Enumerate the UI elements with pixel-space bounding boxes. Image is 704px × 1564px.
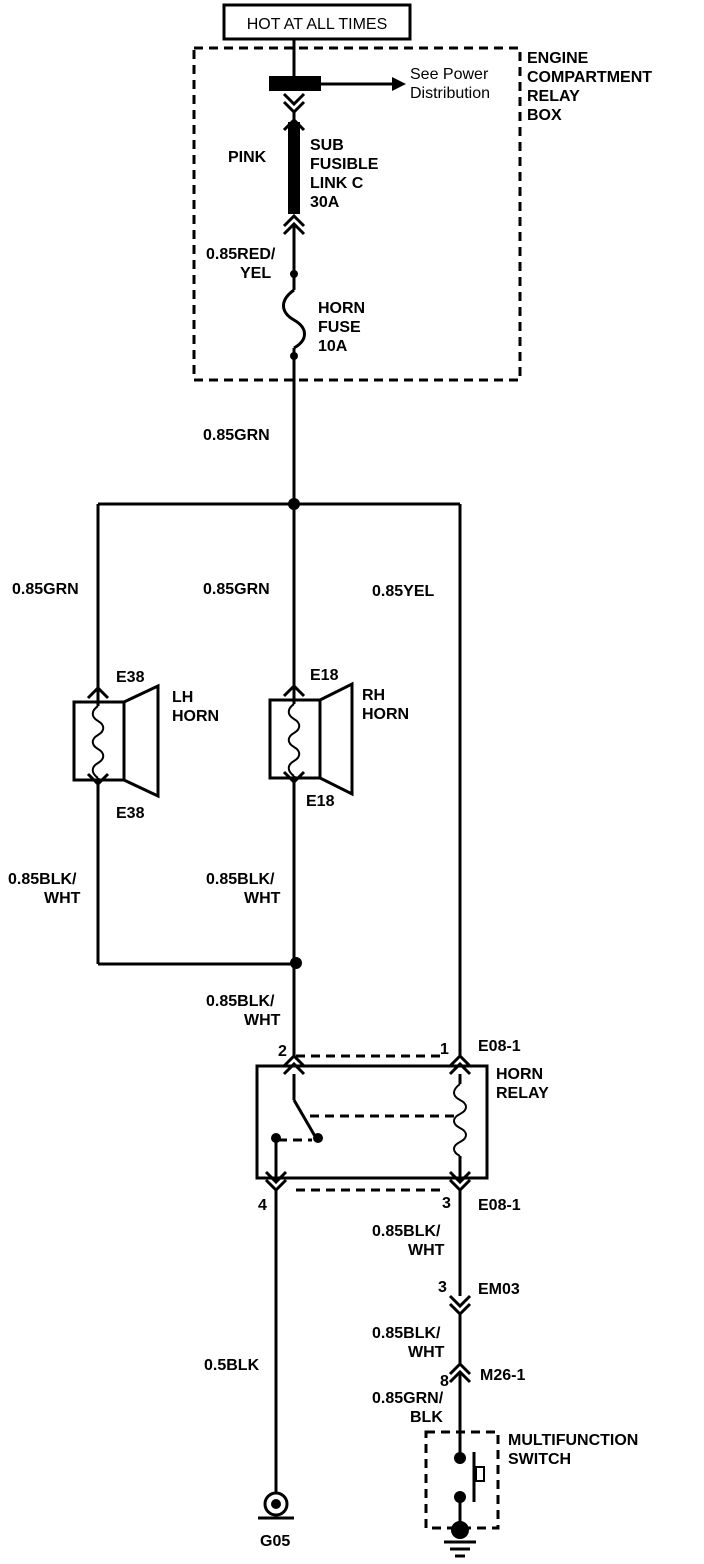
rh-horn-connector-top: E18 bbox=[310, 667, 339, 684]
multifunction-switch-outline bbox=[424, 1430, 500, 1530]
splice-dot bbox=[290, 270, 298, 278]
m26-name: M26-1 bbox=[480, 1367, 525, 1384]
svg-text:WHT: WHT bbox=[44, 890, 81, 907]
svg-text:0.85BLK/: 0.85BLK/ bbox=[372, 1325, 441, 1342]
arrow-head-icon bbox=[392, 77, 406, 91]
horn-relay bbox=[255, 1053, 489, 1193]
splice-dot bbox=[290, 957, 302, 969]
wire-label-grn-left: 0.85GRN bbox=[12, 581, 79, 598]
horn-fuse-symbol bbox=[282, 288, 306, 350]
svg-text:10A: 10A bbox=[318, 338, 348, 355]
m26-pin: 8 bbox=[440, 1373, 449, 1390]
svg-text:BOX: BOX bbox=[527, 107, 562, 124]
ground-g05-label: G05 bbox=[260, 1533, 290, 1550]
svg-text:SWITCH: SWITCH bbox=[508, 1451, 571, 1468]
connector-chevron-icon bbox=[282, 1053, 306, 1076]
lh-horn-label: LH HORN bbox=[172, 689, 219, 725]
relay-pin-3: 3 bbox=[442, 1195, 451, 1212]
svg-text:30A: 30A bbox=[310, 194, 340, 211]
lh-horn bbox=[72, 683, 160, 799]
svg-text:FUSIBLE: FUSIBLE bbox=[310, 156, 379, 173]
relay-pin-4: 4 bbox=[258, 1197, 267, 1214]
sub-fusible-link-c bbox=[288, 122, 300, 214]
svg-text:FUSE: FUSE bbox=[318, 319, 361, 336]
wire-label-grn-blk: 0.85GRN/ BLK bbox=[372, 1390, 444, 1426]
wire-label-grn-center: 0.85GRN bbox=[203, 581, 270, 598]
relay-coil-icon bbox=[453, 1083, 467, 1157]
svg-text:0.85BLK/: 0.85BLK/ bbox=[8, 871, 77, 888]
svg-text:SUB: SUB bbox=[310, 137, 344, 154]
em03-connector-icon bbox=[448, 1294, 472, 1317]
svg-text:0.85BLK/: 0.85BLK/ bbox=[206, 993, 275, 1010]
svg-text:LH: LH bbox=[172, 689, 193, 706]
bus-bar bbox=[269, 76, 321, 91]
svg-text:WHT: WHT bbox=[244, 1012, 281, 1029]
svg-text:LINK C: LINK C bbox=[310, 175, 364, 192]
svg-text:BLK: BLK bbox=[410, 1409, 443, 1426]
wire-label-blk-wht-r1: 0.85BLK/ WHT bbox=[372, 1223, 445, 1259]
svg-text:0.85GRN/: 0.85GRN/ bbox=[372, 1390, 444, 1407]
svg-text:HORN: HORN bbox=[172, 708, 219, 725]
horn-relay-label: HORN RELAY bbox=[496, 1066, 549, 1102]
rh-horn-label: RH HORN bbox=[362, 687, 409, 723]
svg-text:0.85RED/: 0.85RED/ bbox=[206, 246, 276, 263]
multifunction-switch-contacts bbox=[454, 1452, 485, 1524]
lh-horn-connector-top: E38 bbox=[116, 669, 145, 686]
hot-at-all-times-label: HOT AT ALL TIMES bbox=[247, 16, 388, 33]
connector-chevron-icon bbox=[282, 213, 306, 236]
wire-label-blk-wht-center: 0.85BLK/ WHT bbox=[206, 871, 281, 907]
svg-text:WHT: WHT bbox=[244, 890, 281, 907]
svg-text:WHT: WHT bbox=[408, 1242, 445, 1259]
svg-text:HORN: HORN bbox=[362, 706, 409, 723]
svg-text:HORN: HORN bbox=[496, 1066, 543, 1083]
horn-fuse-label: HORN FUSE 10A bbox=[318, 300, 365, 355]
wire-label-blk-wht-r2: 0.85BLK/ WHT bbox=[372, 1325, 445, 1361]
svg-text:0.85BLK/: 0.85BLK/ bbox=[372, 1223, 441, 1240]
wire-label-grn-main: 0.85GRN bbox=[203, 427, 270, 444]
relay-pin-2: 2 bbox=[278, 1043, 287, 1060]
lh-horn-connector-bottom: E38 bbox=[116, 805, 145, 822]
svg-text:WHT: WHT bbox=[408, 1344, 445, 1361]
wire-label-blk-wht-left: 0.85BLK/ WHT bbox=[8, 871, 81, 907]
fusible-link-label: SUB FUSIBLE LINK C 30A bbox=[310, 137, 379, 211]
see-power-distribution-line1: See Power bbox=[410, 66, 489, 83]
svg-text:HORN: HORN bbox=[318, 300, 365, 317]
wire-label-red-yel: 0.85RED/ YEL bbox=[206, 246, 276, 282]
relay-connector-top: E08-1 bbox=[478, 1038, 521, 1055]
em03-pin: 3 bbox=[438, 1279, 447, 1296]
connector-chevron-icon bbox=[448, 1053, 472, 1076]
multifunction-switch-label: MULTIFUNCTION SWITCH bbox=[508, 1432, 638, 1468]
svg-text:ENGINE: ENGINE bbox=[527, 50, 589, 67]
rh-horn-connector-bottom: E18 bbox=[306, 793, 335, 810]
ground-g05-icon bbox=[258, 1491, 294, 1520]
engine-compartment-relay-box-label: ENGINE COMPARTMENT RELAY BOX bbox=[527, 50, 652, 124]
svg-text:RH: RH bbox=[362, 687, 385, 704]
wire-label-0-5blk: 0.5BLK bbox=[204, 1357, 260, 1374]
relay-pin-1: 1 bbox=[440, 1041, 449, 1058]
svg-text:MULTIFUNCTION: MULTIFUNCTION bbox=[508, 1432, 638, 1449]
rh-horn-coil-icon bbox=[287, 703, 301, 777]
fusible-link-color-label: PINK bbox=[228, 149, 267, 166]
wire-label-yel-right: 0.85YEL bbox=[372, 583, 434, 600]
em03-name: EM03 bbox=[478, 1281, 520, 1298]
relay-connector-bottom: E08-1 bbox=[478, 1197, 521, 1214]
svg-text:YEL: YEL bbox=[240, 265, 271, 282]
hot-at-all-times-box: HOT AT ALL TIMES bbox=[222, 3, 412, 41]
connector-chevron-icon bbox=[282, 92, 306, 115]
svg-text:0.85BLK/: 0.85BLK/ bbox=[206, 871, 275, 888]
horn-relay-body bbox=[255, 1064, 489, 1180]
svg-text:RELAY: RELAY bbox=[527, 88, 580, 105]
rh-horn bbox=[268, 681, 354, 797]
svg-text:COMPARTMENT: COMPARTMENT bbox=[527, 69, 652, 86]
see-power-distribution-line2: Distribution bbox=[410, 85, 490, 102]
lh-horn-coil-icon bbox=[91, 705, 105, 779]
wire-label-blk-wht-lower: 0.85BLK/ WHT bbox=[206, 993, 281, 1029]
switch-ground-icon bbox=[444, 1521, 476, 1558]
svg-text:RELAY: RELAY bbox=[496, 1085, 549, 1102]
relay-switch-arm bbox=[292, 1099, 318, 1139]
